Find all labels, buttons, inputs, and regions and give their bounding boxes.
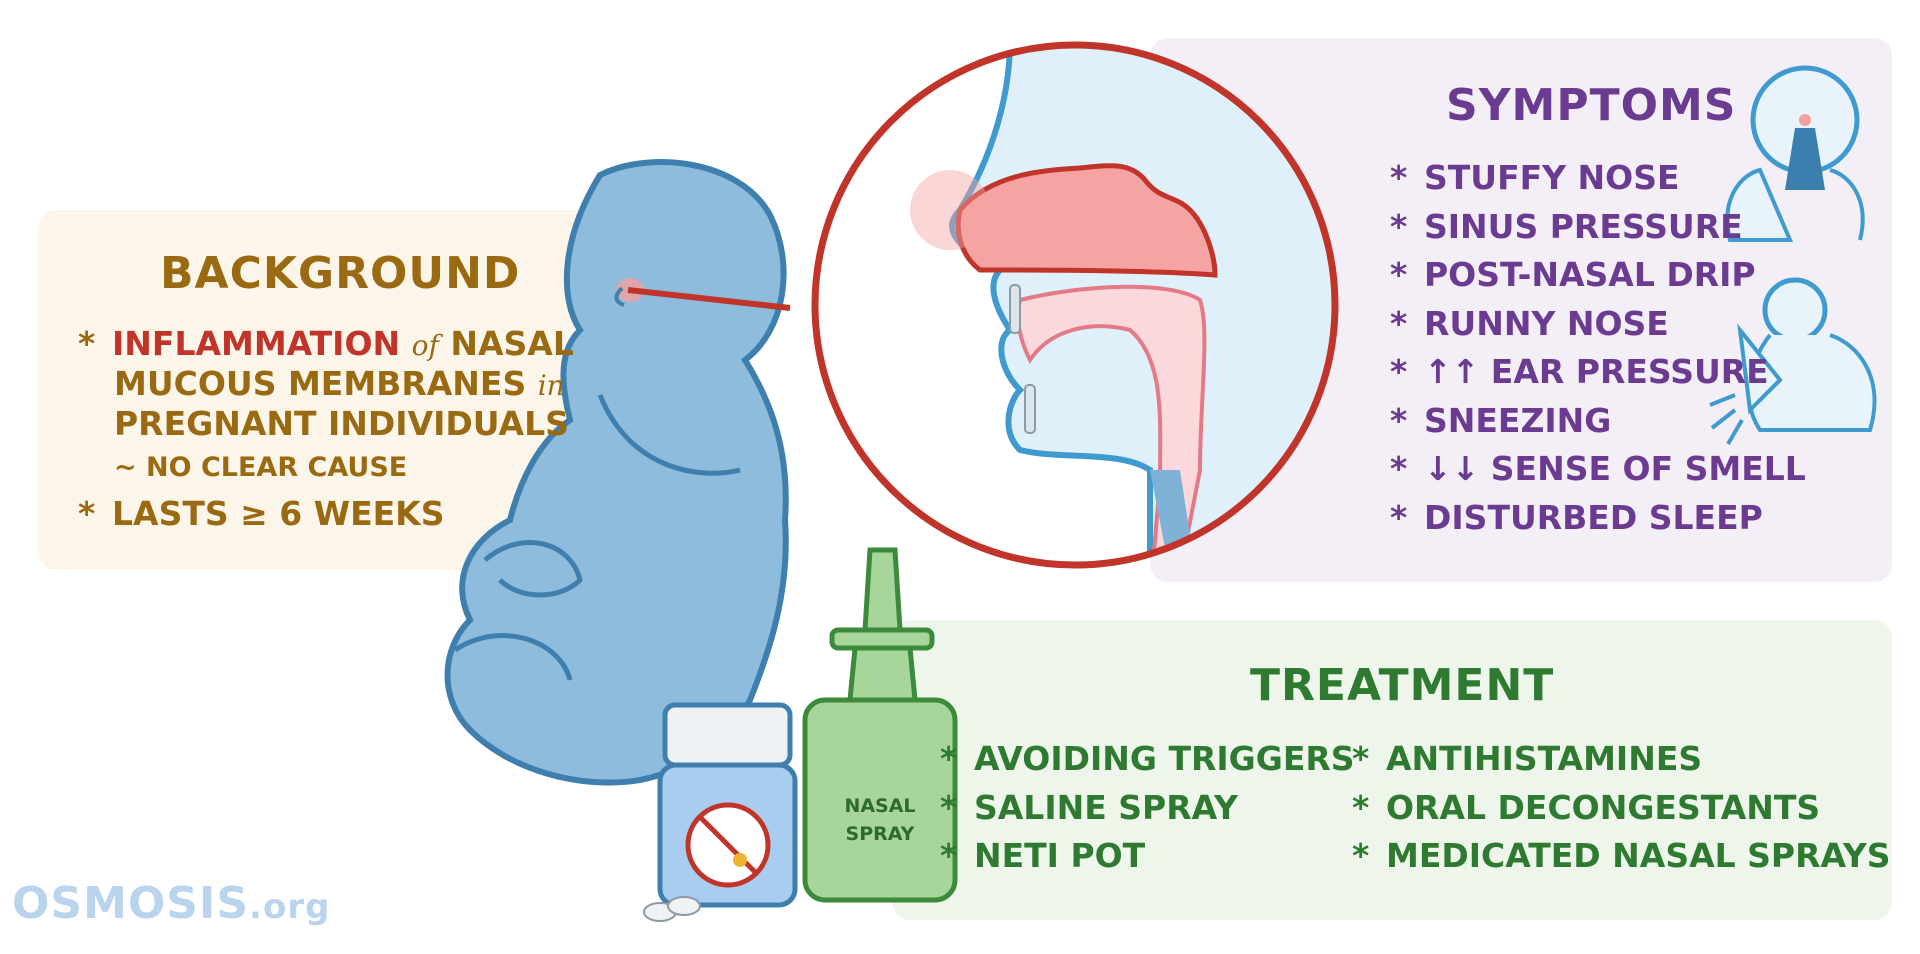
list-item: * RUNNY NOSE: [1390, 300, 1806, 349]
treatment-text: AVOIDING TRIGGERS: [974, 739, 1355, 778]
list-item: * SALINE SPRAY: [940, 784, 1355, 833]
bullet-icon: *: [1390, 206, 1408, 246]
background-item-duration: * LASTS ≥ 6 WEEKS: [78, 494, 445, 533]
list-item: * POST-NASAL DRIP: [1390, 251, 1806, 300]
list-item: * DISTURBED SLEEP: [1390, 494, 1806, 543]
list-item: * AVOIDING TRIGGERS: [940, 735, 1355, 784]
logo-main: OSMOSIS: [12, 878, 250, 929]
nasal-spray-illustration: NASAL SPRAY: [802, 547, 958, 903]
treatment-text: ORAL DECONGESTANTS: [1386, 787, 1821, 827]
symptom-text: ↓↓ SENSE OF SMELL: [1424, 449, 1806, 488]
treatment-heading: TREATMENT: [1250, 660, 1555, 711]
bullet-icon: *: [1390, 400, 1408, 440]
list-item: * STUFFY NOSE: [1390, 154, 1806, 203]
sneezing-person-illustration: [1709, 277, 1877, 446]
background-line1-rest: NASAL: [450, 324, 574, 363]
bullet-icon: *: [1352, 787, 1370, 827]
background-sub-note: ~ NO CLEAR CAUSE: [114, 452, 408, 483]
stuffy-nose-person-illustration: [1725, 65, 1865, 242]
connector-word: in: [537, 369, 565, 402]
symptom-text: SNEEZING: [1424, 400, 1612, 440]
logo-suffix: .org: [249, 887, 331, 927]
bullet-icon: *: [1352, 836, 1370, 875]
background-line-pregnant: PREGNANT INDIVIDUALS: [114, 404, 569, 443]
bullet-icon: *: [1390, 497, 1408, 537]
background-line4-text: LASTS ≥ 6 WEEKS: [112, 494, 445, 533]
symptom-text: POST-NASAL DRIP: [1424, 255, 1756, 294]
treatment-text: ANTIHISTAMINES: [1386, 739, 1703, 778]
inflamed-nasal-cavity: [955, 163, 1218, 278]
background-item-inflammation: * INFLAMMATION of NASAL: [78, 324, 574, 363]
background-heading: BACKGROUND: [160, 248, 521, 299]
bullet-icon: *: [1352, 739, 1370, 778]
bullet-icon: *: [1390, 255, 1408, 294]
spray-label-line1: NASAL: [844, 795, 915, 817]
bullet-icon: *: [940, 787, 958, 827]
spray-label-line2: SPRAY: [846, 823, 915, 845]
list-item: * NETI POT: [940, 832, 1355, 881]
list-item: * ↓↓ SENSE OF SMELL: [1390, 445, 1806, 494]
treatment-list-right: * ANTIHISTAMINES * ORAL DECONGESTANTS * MED…: [1352, 735, 1891, 881]
treatment-panel: [892, 620, 1892, 920]
symptom-text: DISTURBED SLEEP: [1424, 497, 1763, 537]
treatment-text: MEDICATED NASAL SPRAYS: [1386, 836, 1891, 875]
magnifier-circle: [811, 41, 1339, 569]
nasal-cross-section-illustration: [811, 41, 1339, 569]
bullet-icon: *: [1390, 352, 1408, 391]
bullet-icon: *: [940, 739, 958, 778]
symptom-text: STUFFY NOSE: [1424, 158, 1680, 197]
list-item: * MEDICATED NASAL SPRAYS: [1352, 832, 1891, 881]
bullet-icon: *: [1390, 303, 1408, 343]
bullet-icon: *: [78, 494, 96, 533]
list-item: * ↑↑ EAR PRESSURE: [1390, 348, 1806, 397]
list-item: * ANTIHISTAMINES: [1352, 735, 1891, 784]
bullet-icon: *: [940, 836, 958, 875]
treatment-list-left: * AVOIDING TRIGGERS * SALINE SPRAY * NETI P…: [940, 735, 1355, 881]
pregnant-figure-illustration: [444, 159, 791, 786]
background-line2-main: MUCOUS MEMBRANES: [114, 364, 527, 403]
symptoms-list: * STUFFY NOSE * SINUS PRESSURE * POST-NASAL…: [1390, 154, 1806, 542]
inflammation-keyword: INFLAMMATION: [112, 324, 401, 363]
bullet-icon: *: [1390, 449, 1408, 488]
symptom-text: SINUS PRESSURE: [1424, 206, 1743, 246]
symptoms-heading: SYMPTOMS: [1446, 80, 1737, 131]
list-item: * ORAL DECONGESTANTS: [1352, 784, 1891, 833]
callout-line: [627, 287, 791, 311]
figure-body: [444, 159, 789, 786]
symptom-text: RUNNY NOSE: [1424, 303, 1669, 343]
treatment-text: SALINE SPRAY: [974, 787, 1238, 827]
bullet-icon: *: [1390, 158, 1408, 197]
treatment-text: NETI POT: [974, 836, 1146, 875]
connector-word: of: [411, 329, 439, 362]
background-line-mucous: MUCOUS MEMBRANES in: [114, 364, 565, 403]
list-item: * SINUS PRESSURE: [1390, 203, 1806, 252]
list-item: * SNEEZING: [1390, 397, 1806, 446]
symptom-text: ↑↑ EAR PRESSURE: [1424, 352, 1769, 391]
osmosis-logo: OSMOSIS.org: [12, 878, 330, 929]
pill-bottle-illustration: [643, 702, 798, 922]
bullet-icon: *: [78, 324, 96, 363]
